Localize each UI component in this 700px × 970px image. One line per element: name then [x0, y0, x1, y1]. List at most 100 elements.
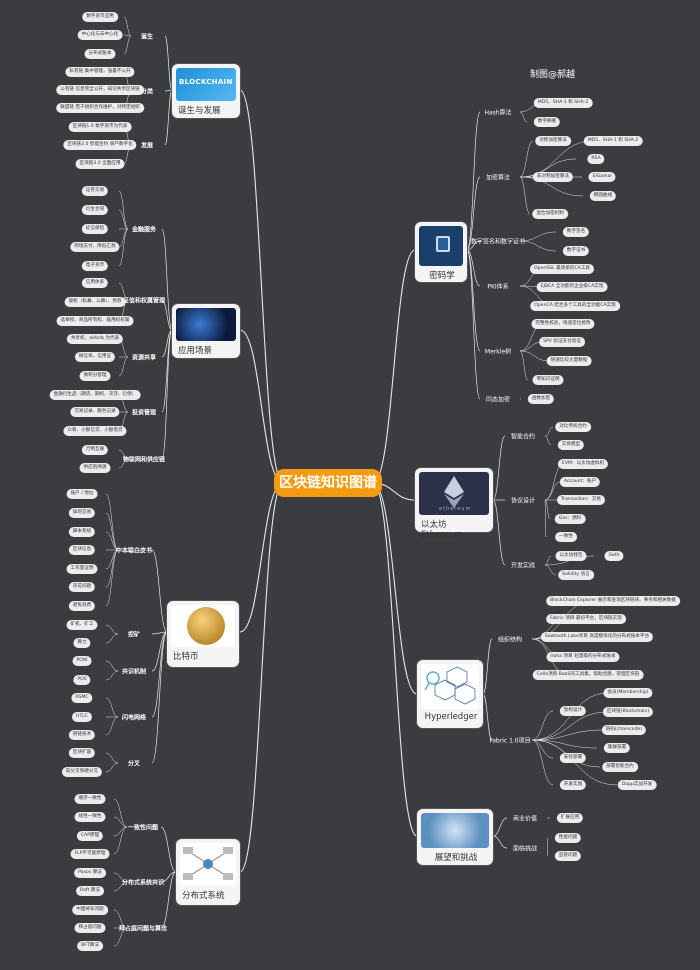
left-birth-cat2-item-2[interactable]: 区块链3.0 全面应用 [75, 159, 125, 169]
right-ethereum-category-1[interactable]: 协议设计 [510, 497, 536, 505]
right-hyperledger-cat1-item-2[interactable]: 区块链(Blockchain) [602, 707, 654, 717]
right-hyperledger-cat0-item-2[interactable]: Sawtooth Lake项目 高度模块化的分布式账本平台 [540, 632, 654, 642]
left-apps-category-2[interactable]: 资源共享 [131, 354, 157, 362]
left-distributed-cat1-item-0[interactable]: Paxos 算法 [74, 868, 106, 878]
branch-ethereum-card[interactable]: ethereum 以太坊 Ethereum [415, 468, 493, 540]
left-bitcoin-category-4[interactable]: 分叉 [127, 760, 141, 768]
right-hyperledger-cat1-item-7[interactable]: 开发实践 [559, 780, 587, 790]
right-hyperledger-cat1-item-6[interactable]: 部署智能合约 [602, 762, 638, 772]
central-topic[interactable]: 区块链知识图谱 [274, 469, 382, 497]
left-distributed-category-0[interactable]: 一致性问题 [127, 824, 159, 832]
left-bitcoin-cat0-item-0[interactable]: 账户 / 地址 [66, 489, 98, 499]
left-distributed-category-2[interactable]: 拜占庭问题与算法 [118, 925, 168, 933]
right-ethereum-cat0-item-1[interactable]: 交易模型 [557, 440, 585, 450]
left-bitcoin-cat4-item-0[interactable]: 区块扩容 [68, 748, 96, 758]
left-apps-category-1[interactable]: 征信和权属管理 [122, 297, 166, 305]
left-bitcoin-cat2-item-1[interactable]: POS [73, 675, 91, 685]
branch-hyperledger-card[interactable]: Hyperledger [417, 660, 483, 728]
right-crypto-category-2[interactable]: 数字签名和数字证书 [470, 238, 526, 246]
left-apps-cat3-item-2[interactable]: 众筹、小额信贷、小额借贷 [63, 426, 127, 436]
right-crypto-cat0-item-0[interactable]: MD5、SHA-1 和 SHA-2 [533, 98, 593, 108]
left-birth-cat0-item-1[interactable]: 中心化与去中心化 [77, 30, 123, 40]
right-crypto-category-5[interactable]: 同态加密 [485, 396, 511, 404]
left-bitcoin-cat2-item-0[interactable]: POW [72, 656, 92, 666]
left-bitcoin-category-0[interactable]: 中本聪白皮书 [115, 547, 153, 555]
right-ethereum-cat1-item-2[interactable]: Transaction：交易 [556, 495, 606, 505]
left-distributed-cat1-item-1[interactable]: Raft 算法 [76, 886, 104, 896]
right-crypto-category-4[interactable]: Merkle树 [484, 348, 512, 356]
left-apps-cat3-item-0[interactable]: 金融衍生品（期货、期权、次贷、衍债） [49, 390, 141, 400]
left-apps-cat0-item-2[interactable]: 征信保险 [81, 224, 109, 234]
branch-distributed-card[interactable]: 分布式系统 [176, 839, 240, 905]
right-hyperledger-cat0-item-3[interactable]: Iroha 项目 轻量级的分布式账本 [546, 652, 620, 662]
branch-apps-card[interactable]: 应用场景 [172, 304, 240, 358]
left-distributed-cat2-item-0[interactable]: 中国将军问题 [72, 905, 108, 915]
right-crypto-cat1-item-0[interactable]: 对称加密算法 [535, 136, 571, 146]
left-bitcoin-category-1[interactable]: 挖矿 [127, 631, 141, 639]
left-apps-cat3-item-1[interactable]: 交易记录、服务记录 [70, 407, 120, 417]
right-crypto-cat3-item-1[interactable]: EJBCA 全功能的企业级CA实现 [536, 282, 608, 292]
right-ethereum-cat1-item-1[interactable]: Account：账户 [559, 477, 601, 487]
right-crypto-cat1-item-1[interactable]: MD5、SHA-1 和 SHA-2 [583, 136, 643, 146]
right-crypto-cat2-item-1[interactable]: 数字证书 [562, 246, 590, 256]
right-crypto-cat1-item-2[interactable]: 非对称加密算法 [532, 172, 574, 182]
right-ethereum-cat1-item-0[interactable]: EVM：以太坊虚拟机 [557, 459, 609, 469]
branch-birth-card[interactable]: BLOCKCHAIN 诞生与发展 [172, 64, 240, 118]
right-hyperledger-category-1[interactable]: Fabric 1.0项目 [489, 737, 531, 745]
left-bitcoin-cat0-item-2[interactable]: 脚本系统 [68, 527, 96, 537]
right-hyperledger-cat1-item-1[interactable]: 会员(Membership) [603, 688, 653, 698]
right-hyperledger-cat0-item-4[interactable]: Cello项目 BaaS的工具集，帮助创建、管理区块链 [532, 670, 644, 680]
left-bitcoin-cat3-item-1[interactable]: HTLC [71, 712, 93, 722]
left-bitcoin-cat0-item-5[interactable]: 双花问题 [68, 582, 96, 592]
left-bitcoin-cat0-item-3[interactable]: 区块信息 [68, 545, 96, 555]
right-crypto-cat0-item-1[interactable]: 数字摘要 [533, 117, 561, 127]
right-prospect-category-0[interactable]: 商业价值 [512, 815, 538, 823]
left-bitcoin-category-3[interactable]: 闪电网络 [121, 714, 147, 722]
right-ethereum-category-2[interactable]: 开发实践 [510, 562, 536, 570]
right-crypto-cat1-item-6[interactable]: 混合加密机制 [532, 209, 568, 219]
right-crypto-cat1-item-3[interactable]: RSA [587, 154, 605, 164]
left-bitcoin-cat3-item-0[interactable]: RSMC [71, 693, 93, 703]
left-bitcoin-category-2[interactable]: 共识机制 [121, 668, 147, 676]
right-prospect-cat1-item-0[interactable]: 性能问题 [554, 833, 582, 843]
left-apps-cat4-item-0[interactable]: 万物互联 [81, 445, 109, 455]
right-hyperledger-cat1-item-3[interactable]: 链码(chaincode) [601, 725, 647, 735]
left-birth-category-0[interactable]: 诞生 [140, 33, 154, 41]
right-crypto-cat3-item-0[interactable]: OpenSSL 最简单的CA工具 [529, 264, 595, 274]
right-crypto-cat4-item-1[interactable]: SPV 验证支付验证 [539, 337, 585, 347]
left-birth-category-2[interactable]: 发展 [140, 142, 154, 150]
right-ethereum-cat2-item-0[interactable]: 以太坊钱包 [555, 551, 587, 561]
left-birth-category-1[interactable]: 分类 [140, 88, 154, 96]
left-bitcoin-cat1-item-0[interactable]: 矿机、矿工 [66, 620, 98, 630]
left-apps-cat0-item-3[interactable]: 跨境支付，降低汇款 [70, 242, 120, 252]
left-distributed-cat0-item-0[interactable]: 顺序一致性 [74, 794, 106, 804]
left-apps-cat0-item-0[interactable]: 证券交易 [81, 186, 109, 196]
right-ethereum-cat0-item-0[interactable]: 对比传统合约 [555, 422, 591, 432]
left-distributed-cat2-item-2[interactable]: BFT算法 [77, 941, 103, 951]
right-crypto-cat1-item-4[interactable]: ElGamal [588, 172, 616, 182]
left-birth-cat2-item-1[interactable]: 区块链2.0 智能合约 资产数字化 [63, 140, 137, 150]
right-ethereum-cat2-item-1[interactable]: Geth [604, 551, 624, 561]
left-bitcoin-cat0-item-4[interactable]: 工作量证明 [66, 564, 98, 574]
right-crypto-cat1-item-5[interactable]: 椭圆曲线 [589, 191, 617, 201]
left-apps-cat0-item-1[interactable]: 衍生合同 [81, 205, 109, 215]
left-distributed-cat0-item-3[interactable]: FLP不可能原理 [70, 849, 110, 859]
right-ethereum-cat1-item-3[interactable]: Gas：燃料 [554, 514, 586, 524]
left-apps-cat1-item-1[interactable]: 股权（私募、公募）、债券 [64, 297, 126, 307]
left-birth-cat2-item-0[interactable]: 区块链1.0 数字货币为代表 [68, 122, 132, 132]
left-distributed-cat0-item-2[interactable]: CAP原理 [76, 831, 104, 841]
right-prospect-cat0-item-0[interactable]: 扩展应用 [556, 813, 584, 823]
left-bitcoin-cat1-item-1[interactable]: 算力 [73, 638, 91, 648]
left-apps-category-3[interactable]: 投资管理 [131, 409, 157, 417]
right-ethereum-category-0[interactable]: 智能合约 [510, 433, 536, 441]
right-hyperledger-cat1-item-8[interactable]: Dapp实战开发 [617, 780, 657, 790]
branch-prospect-card[interactable]: 展望和挑战 [417, 809, 493, 865]
left-apps-cat1-item-2[interactable]: 选举权、商品所有权、临用权权属 [56, 316, 134, 326]
left-distributed-category-1[interactable]: 分布式系统共识 [121, 879, 165, 887]
left-birth-cat1-item-2[interactable]: 联盟链 若干组织合作维护，对特定组织 [56, 103, 144, 113]
left-bitcoin-cat3-item-2[interactable]: 侧链技术 [68, 730, 96, 740]
right-prospect-category-1[interactable]: 面临挑战 [512, 845, 538, 853]
left-birth-cat1-item-1[interactable]: 公有链 信息完全公开，知识共享区块链 [56, 85, 144, 95]
left-bitcoin-cat0-item-1[interactable]: 如何交易 [68, 508, 96, 518]
right-hyperledger-category-0[interactable]: 组织结构 [497, 636, 523, 644]
